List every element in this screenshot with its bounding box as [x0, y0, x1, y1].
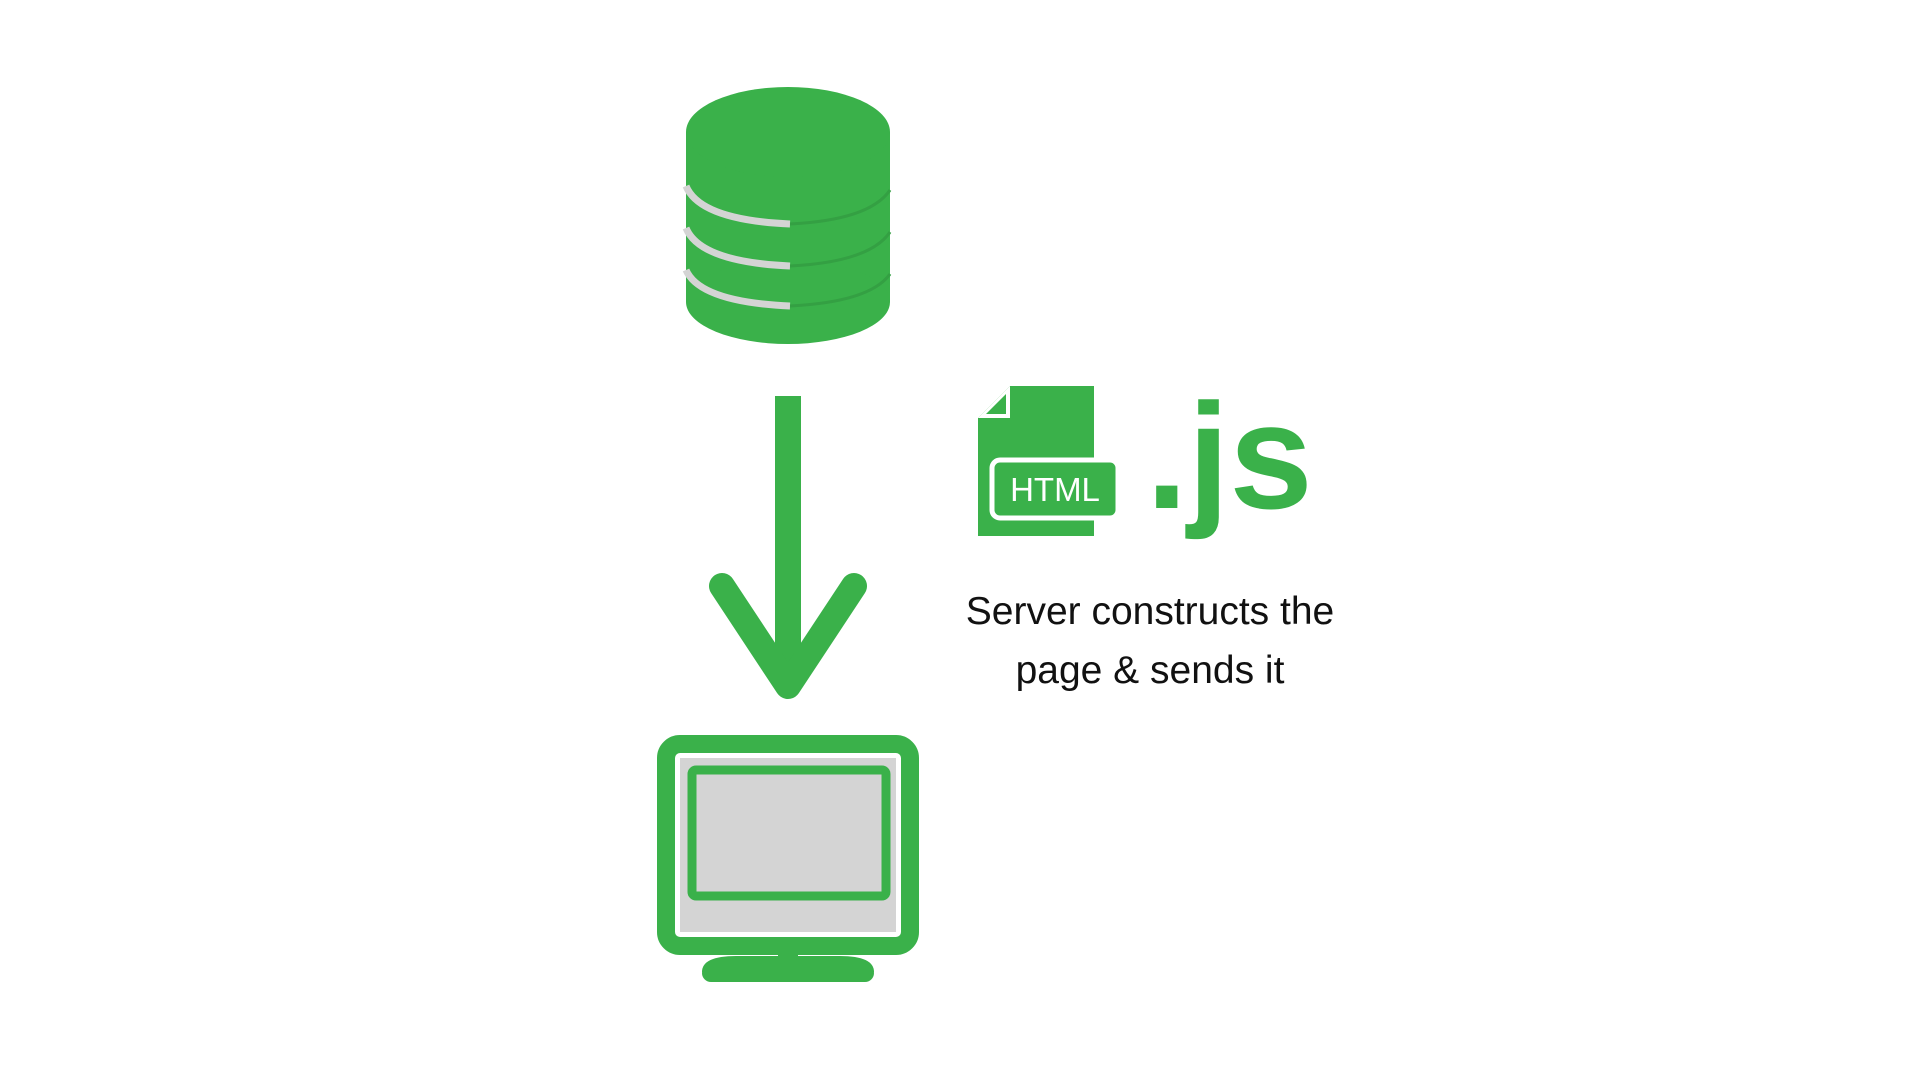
caption-line-1: Server constructs the: [965, 590, 1335, 633]
js-label: .js: [1146, 372, 1313, 540]
html-badge-text: HTML: [1010, 471, 1100, 508]
database-icon: [682, 87, 892, 344]
html-file-icon: HTML: [978, 386, 1121, 536]
arrow-down-icon: [709, 396, 867, 699]
caption-line-2: page & sends it: [1015, 649, 1285, 692]
caption: Server constructs the page & sends it: [900, 582, 1400, 700]
monitor-icon: [657, 735, 919, 982]
